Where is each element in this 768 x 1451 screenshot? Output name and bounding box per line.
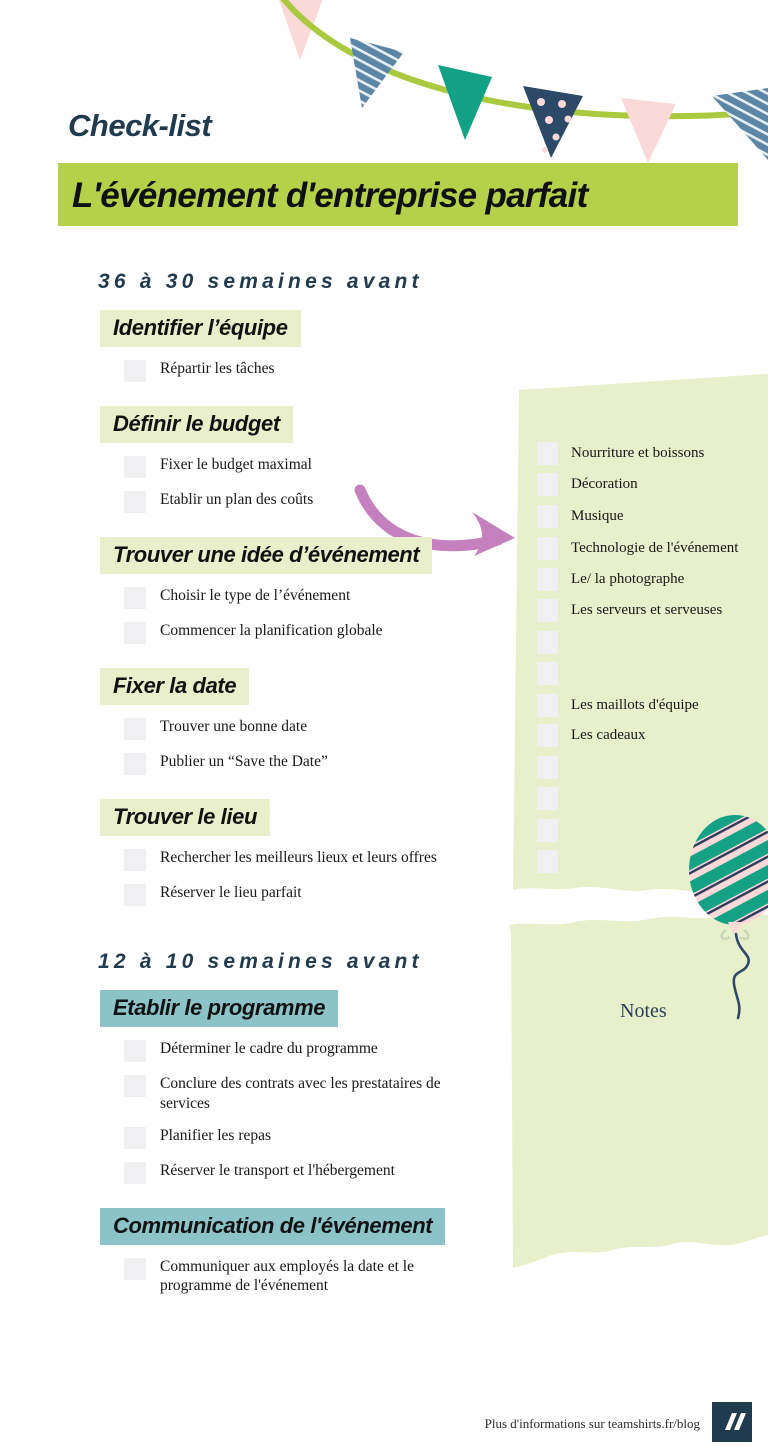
panel-checkbox[interactable]	[537, 819, 558, 842]
task-label: Etablir un plan des coûts	[160, 491, 314, 508]
task-checkbox[interactable]	[124, 1257, 146, 1280]
group-header: Trouver le lieu	[100, 799, 270, 836]
panel-label: Décoration	[571, 476, 638, 492]
footer-text: Plus d'informations sur teamshirts.fr/bl…	[484, 1416, 700, 1431]
task-row[interactable]: Réserver le transport et l'hébergement	[124, 1161, 484, 1184]
panel-label: Les maillots d'équipe	[571, 697, 699, 713]
task-row[interactable]: Réserver le lieu parfait	[124, 883, 484, 906]
panel-label: Technologie de l'événement	[571, 540, 739, 556]
task-checkbox[interactable]	[124, 753, 146, 775]
task-label: Trouver une bonne date	[160, 718, 308, 735]
panel-checkbox[interactable]	[537, 724, 558, 747]
task-row[interactable]: Choisir le type de l’événement	[124, 586, 484, 609]
task-row[interactable]: Répartir les tâches	[124, 359, 484, 382]
task-checkbox[interactable]	[124, 622, 146, 644]
panel-row[interactable]: Le/ la photographe	[537, 568, 768, 591]
panel-label: Le/ la photographe	[571, 571, 685, 587]
task-label: Déterminer le cadre du programme	[160, 1040, 378, 1057]
panel-row[interactable]	[537, 662, 768, 685]
task-checkbox[interactable]	[124, 884, 146, 906]
task-row[interactable]: Déterminer le cadre du programme	[124, 1039, 484, 1062]
period-title: 12 à 10 semaines avant	[98, 950, 423, 973]
panel-label: Musique	[571, 508, 624, 524]
panel-label: Nourriture et boissons	[571, 445, 705, 461]
task-checkbox[interactable]	[124, 1075, 146, 1097]
task-label: Répartir les tâches	[160, 360, 275, 377]
task-row[interactable]: Commencer la planification globale	[124, 621, 484, 644]
panel-row[interactable]: Nourriture et boissons	[537, 442, 768, 465]
panel-row[interactable]	[537, 631, 768, 654]
bunting-decoration	[279, 0, 768, 163]
page-title: L'événement d'entreprise parfait	[72, 176, 588, 215]
task-row[interactable]: Planifier les repas	[124, 1126, 484, 1149]
panel-row[interactable]: Décoration	[537, 473, 768, 496]
group-header: Etablir le programme	[100, 990, 339, 1027]
panel-row[interactable]: Les maillots d'équipe	[537, 694, 768, 717]
title-banner	[58, 163, 738, 226]
panel-checkbox[interactable]	[537, 756, 558, 779]
task-row[interactable]: Fixer le budget maximal	[124, 455, 484, 478]
task-label: Conclure des contrats avec les prestatai…	[160, 1075, 441, 1112]
notes-panel: Nourriture et boissons Décoration Musiqu…	[505, 372, 768, 1337]
panel-checkbox[interactable]	[537, 787, 558, 810]
panel-checkbox[interactable]	[537, 631, 558, 654]
task-label: Réserver le lieu parfait	[160, 884, 302, 901]
task-label: Choisir le type de l’événement	[160, 587, 351, 604]
panel-row[interactable]	[537, 787, 768, 810]
panel-row[interactable]: Les cadeaux	[537, 724, 768, 747]
task-checkbox[interactable]	[124, 1161, 146, 1184]
panel-checkbox[interactable]	[537, 505, 558, 528]
task-checkbox[interactable]	[124, 360, 146, 382]
group-header: Trouver une idée d’événement	[100, 537, 433, 574]
task-row[interactable]: Conclure des contrats avec les prestatai…	[124, 1074, 484, 1114]
task-row[interactable]: Publier un “Save the Date”	[124, 752, 484, 775]
panel-row[interactable]: Technologie de l'événement	[537, 537, 768, 560]
teamshirts-logo	[712, 1402, 752, 1442]
group-header: Identifier l’équipe	[100, 310, 301, 347]
task-checkbox[interactable]	[124, 718, 146, 740]
task-checkbox[interactable]	[124, 491, 146, 513]
task-label: Commencer la planification globale	[160, 622, 383, 639]
page-kicker: Check-list	[68, 108, 212, 143]
task-label: Rechercher les meilleurs lieux et leurs …	[160, 849, 437, 866]
task-label: Planifier les repas	[160, 1126, 272, 1144]
task-checkbox[interactable]	[124, 456, 146, 478]
panel-checkbox[interactable]	[537, 537, 558, 560]
task-row[interactable]: Trouver une bonne date	[124, 717, 484, 740]
task-row[interactable]: Communiquer aux employés la date et le p…	[124, 1257, 484, 1297]
group-header: Fixer la date	[100, 668, 250, 705]
task-label: Communiquer aux employés la date et le p…	[160, 1257, 414, 1295]
panel-checkbox[interactable]	[537, 568, 558, 591]
panel-checkbox[interactable]	[537, 694, 558, 717]
panel-checkbox[interactable]	[537, 850, 558, 873]
group-header: Communication de l'événement	[100, 1207, 446, 1245]
period-title: 36 à 30 semaines avant	[98, 270, 423, 293]
task-label: Réserver le transport et l'hébergement	[160, 1161, 395, 1179]
balloon-icon	[689, 815, 768, 1020]
panel-checkbox[interactable]	[537, 599, 558, 622]
panel-row[interactable]	[537, 756, 768, 779]
notes-label: Notes	[620, 1000, 667, 1022]
panel-checkbox[interactable]	[537, 473, 558, 496]
panel-row[interactable]	[537, 850, 768, 873]
panel-row[interactable]: Les serveurs et serveuses	[537, 599, 768, 622]
task-row[interactable]: Rechercher les meilleurs lieux et leurs …	[124, 848, 484, 871]
panel-checkbox[interactable]	[537, 442, 558, 465]
task-checkbox[interactable]	[124, 1126, 146, 1149]
task-label: Fixer le budget maximal	[160, 456, 312, 473]
task-label: Publier un “Save the Date”	[160, 753, 328, 770]
panel-label: Les cadeaux	[571, 727, 646, 743]
task-checkbox[interactable]	[124, 1040, 146, 1062]
panel-checkbox[interactable]	[537, 662, 558, 685]
task-checkbox[interactable]	[124, 849, 146, 871]
task-checkbox[interactable]	[124, 587, 146, 609]
panel-row[interactable]	[537, 819, 768, 842]
group-header: Définir le budget	[100, 406, 293, 443]
task-row[interactable]: Etablir un plan des coûts	[124, 490, 484, 513]
panel-row[interactable]: Musique	[537, 505, 768, 528]
panel-label: Les serveurs et serveuses	[571, 602, 723, 618]
